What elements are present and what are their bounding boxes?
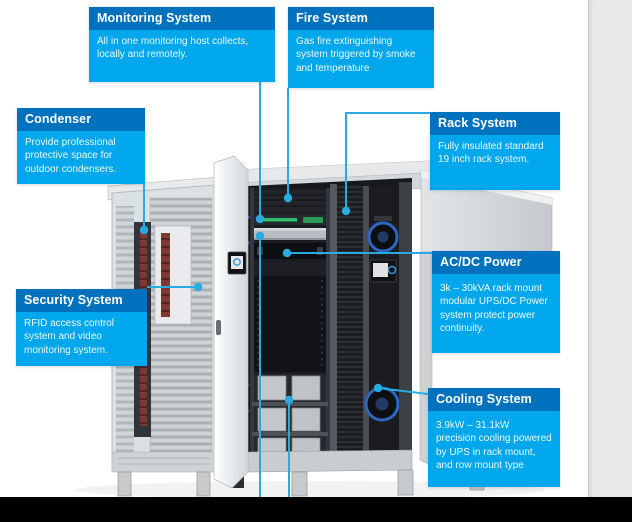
rack-callout-line xyxy=(345,112,430,211)
cooling-fan-column xyxy=(364,186,400,466)
cabinet-leg xyxy=(196,471,211,497)
callout-security-system: Security System RFID access control syst… xyxy=(16,289,147,366)
fire-callout-dot xyxy=(283,193,293,203)
louvered-rack-door xyxy=(337,186,363,466)
floor-shadow xyxy=(75,481,545,499)
rack-callout-dot xyxy=(341,206,351,216)
security-callout-dot xyxy=(193,282,203,292)
door-handle xyxy=(216,320,221,335)
bottom-black-bar xyxy=(0,497,632,522)
callout-title: Security System xyxy=(16,289,147,312)
callout-cooling-system: Cooling System 3.9kW – 31.1kW precision … xyxy=(428,388,560,487)
callout-monitoring-system: Monitoring System All in one monitoring … xyxy=(89,7,275,82)
cabinet-leg xyxy=(117,471,132,497)
page-background-strip xyxy=(588,0,632,497)
rack-bay-equipment xyxy=(250,188,330,468)
callout-body: RFID access control system and video mon… xyxy=(16,311,147,366)
callout-body: 3.9kW – 31.1kW precision cooling powered… xyxy=(428,410,560,487)
cabinet-leg xyxy=(397,469,414,496)
bottom-callout-dot xyxy=(255,231,265,241)
electrical-box xyxy=(154,225,192,325)
cabinet-leg xyxy=(291,471,308,497)
callout-title: AC/DC Power xyxy=(432,251,560,274)
cooling-callout-dot xyxy=(373,383,383,393)
acdc-callout-dot xyxy=(282,248,292,258)
callout-acdc-power: AC/DC Power 3k – 30kVA rack mount modula… xyxy=(432,251,560,353)
electrical-box-terminals xyxy=(161,233,170,317)
silver-rack-unit xyxy=(254,228,326,240)
callout-title: Rack System xyxy=(430,112,560,135)
callout-body: 3k – 30kVA rack mount modular UPS/DC Pow… xyxy=(432,273,560,353)
callout-title: Condenser xyxy=(17,108,145,131)
callout-lines xyxy=(139,82,432,497)
callout-title: Monitoring System xyxy=(89,7,275,30)
callout-condenser: Condenser Provide professional protectiv… xyxy=(17,108,145,184)
callout-fire-system: Fire System Gas fire extinguishing syste… xyxy=(288,7,434,88)
condenser-callout-dot xyxy=(139,225,149,235)
bottom-callout-dot xyxy=(284,395,294,405)
callout-title: Cooling System xyxy=(428,388,560,411)
callout-body: Fully insulated standard 19 inch rack sy… xyxy=(430,134,560,190)
monitoring-callout-dot xyxy=(255,214,265,224)
left-open-door xyxy=(213,155,249,489)
callout-body: All in one monitoring host collects, loc… xyxy=(89,29,275,82)
callout-rack-system: Rack System Fully insulated standard 19 … xyxy=(430,112,560,190)
callout-body: Provide professional protective space fo… xyxy=(17,130,145,184)
cooling-callout-line xyxy=(377,387,429,395)
callout-body: Gas fire extinguishing system triggered … xyxy=(288,29,434,88)
callout-title: Fire System xyxy=(288,7,434,30)
